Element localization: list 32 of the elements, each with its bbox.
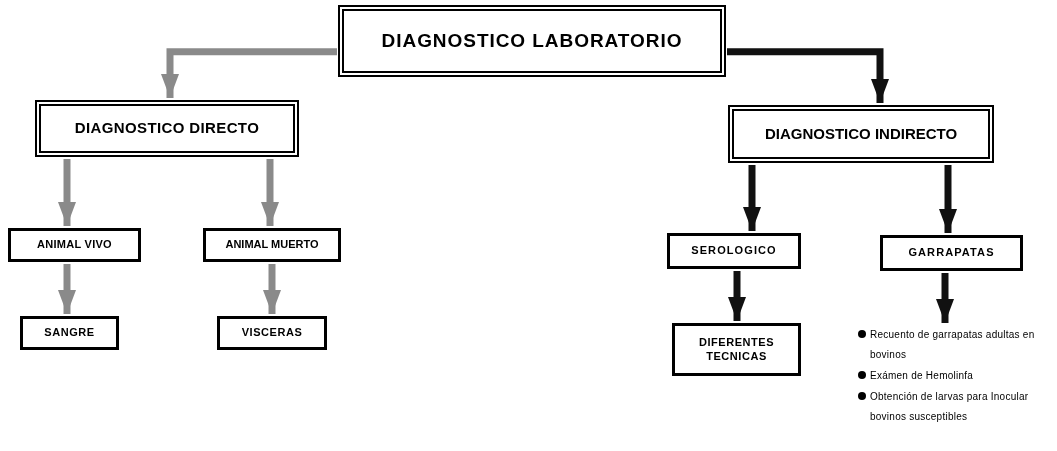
process-box (880, 235, 1023, 271)
box-label: DIAGNOSTICO DIRECTO (73, 119, 261, 138)
arrow (728, 271, 746, 321)
box-label: DIFERENTES TECNICAS (697, 335, 776, 364)
box-label: ANIMAL VIVO (36, 238, 113, 252)
process-box (20, 316, 119, 350)
process-box (8, 228, 141, 262)
list-item: Recuento de garrapatas adultas en bovinos (870, 328, 1036, 362)
arrow (939, 165, 957, 233)
process-box (217, 316, 327, 350)
arrow (161, 48, 337, 98)
box-label: GARRAPATAS (907, 246, 996, 260)
process-box (667, 233, 801, 269)
arrow (263, 264, 281, 314)
box-label: SEROLOGICO (690, 244, 778, 258)
process-box (728, 105, 994, 163)
process-box (203, 228, 341, 262)
box-label: ANIMAL MUERTO (224, 238, 320, 252)
process-box (338, 5, 726, 77)
arrow (261, 159, 279, 226)
box-label: DIAGNOSTICO LABORATORIO (380, 29, 684, 53)
arrow (727, 48, 889, 103)
arrow (743, 165, 761, 231)
list-item: Exámen de Hemolinfa (870, 369, 974, 383)
process-box (35, 100, 299, 157)
box-label: DIAGNOSTICO INDIRECTO (763, 124, 959, 144)
box-label: VISCERAS (240, 326, 304, 340)
arrow (58, 159, 76, 226)
process-box (672, 323, 801, 376)
box-label: SANGRE (43, 326, 96, 340)
list-item: Obtención de larvas para Inocular bovinos susceptibles (870, 390, 1030, 424)
arrow (58, 264, 76, 314)
